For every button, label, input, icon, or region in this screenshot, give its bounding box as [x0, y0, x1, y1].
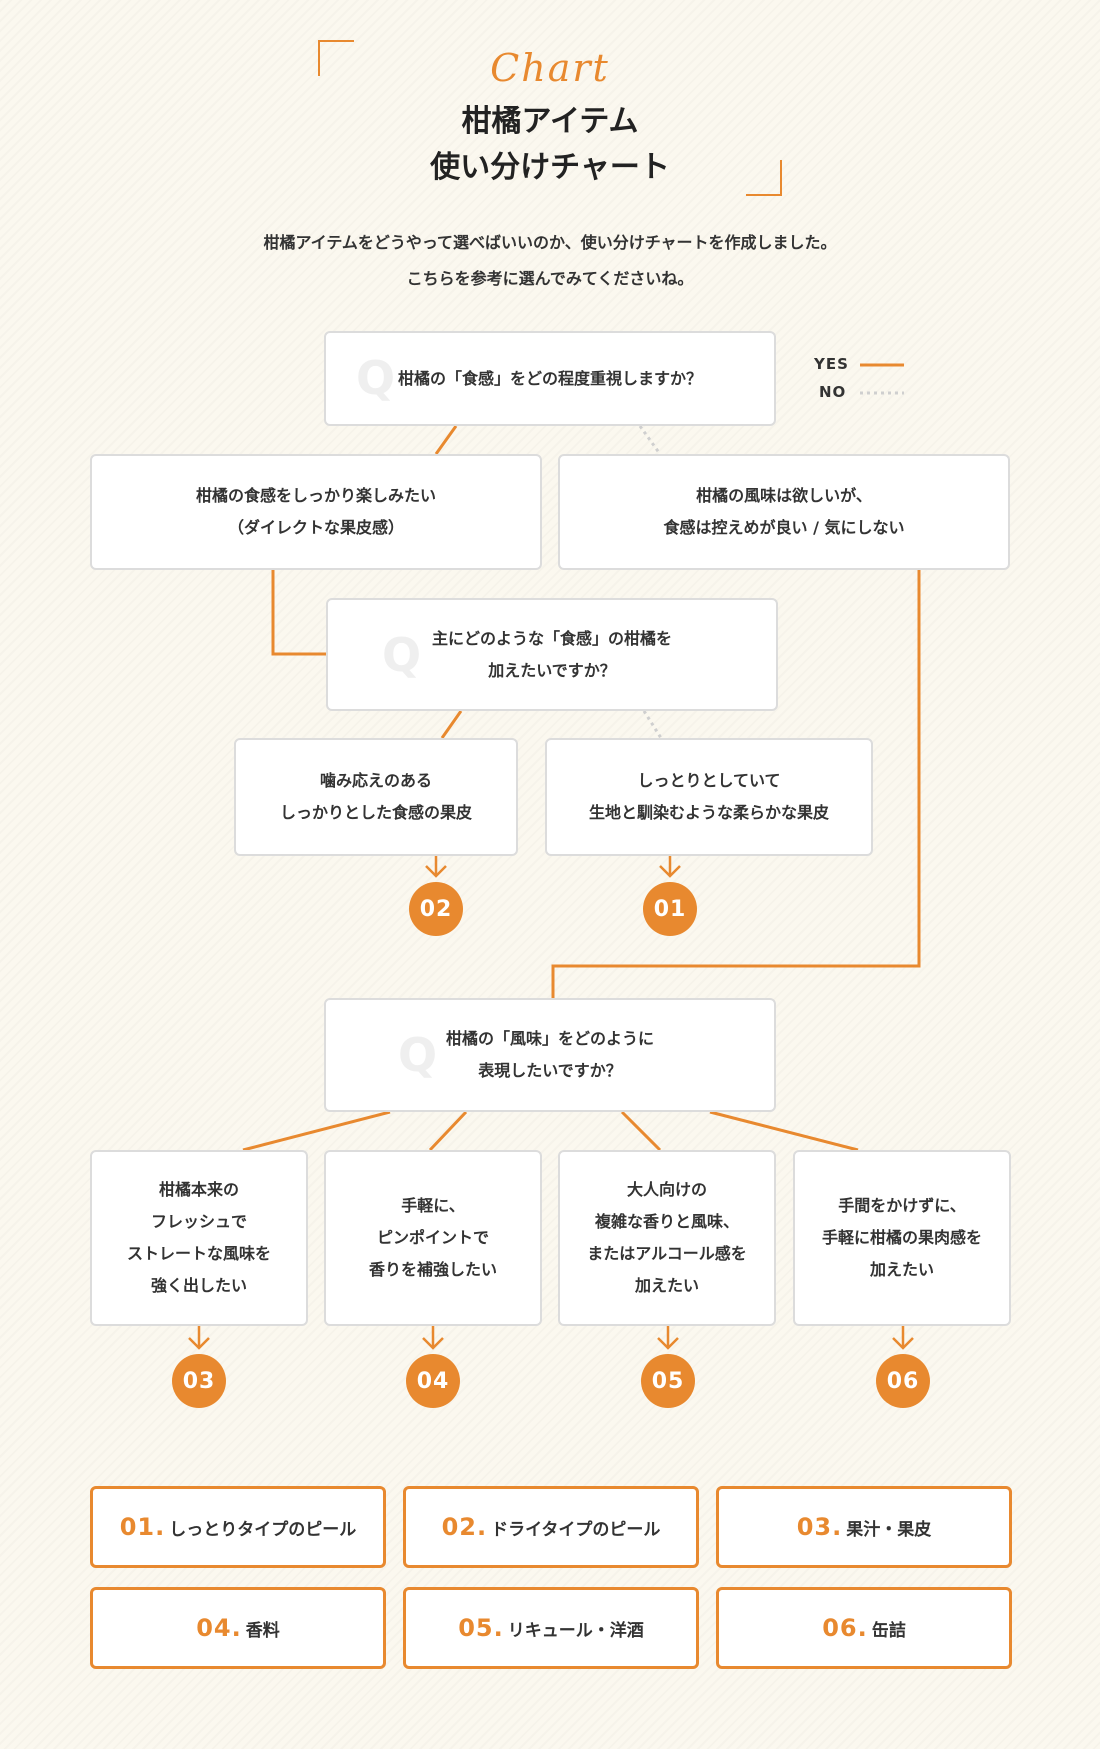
result-label: 果汁・果皮 [846, 1519, 932, 1540]
answer-box-firm-peel: 噛み応えのある しっかりとした食感の果皮 [234, 738, 518, 856]
title-bracket-top-left [318, 40, 354, 76]
script-title: Chart [490, 46, 610, 90]
result-item: 06. 缶詰 [716, 1587, 1012, 1669]
question-mark-icon: Q [382, 628, 422, 682]
answer-box-aroma-boost: 手軽に、 ピンポイントで 香りを補強したい [324, 1150, 542, 1326]
result-item: 02. ドライタイプのピール [403, 1486, 699, 1568]
yes-line [440, 710, 463, 739]
answer-box-complex-aroma: 大人向けの 複雑な香りと風味、 またはアルコール感を 加えたい [558, 1150, 776, 1326]
question-text: 柑橘の「食感」をどの程度重視しますか？ [397, 368, 702, 388]
answer-box-soft-peel: しっとりとしていて 生地と馴染むような柔らかな果皮 [545, 738, 873, 856]
question-mark-icon: Q [398, 1028, 438, 1082]
result-number: 06. [822, 1614, 868, 1642]
question-text: 主にどのような「食感」の柑橘を 加えたいですか？ [431, 628, 672, 680]
result-item: 01. しっとりタイプのピール [90, 1486, 386, 1568]
no-line [642, 710, 663, 739]
answer-text: 手間をかけずに、 手軽に柑橘の果肉感を 加えたい [821, 1196, 982, 1279]
intro-text-line2: こちらを参考に選んでみてくださいね。 [406, 269, 694, 288]
question-box-3: Q 柑橘の「風味」をどのように 表現したいですか？ [324, 998, 776, 1112]
no-line [638, 425, 662, 455]
result-label: 缶詰 [871, 1620, 906, 1641]
answer-text: 柑橘の風味は欲しいが、 食感は控えめが良い / 気にしない [663, 486, 905, 537]
answer-box-texture-yes: 柑橘の食感をしっかり楽しみたい （ダイレクトな果皮感） [90, 454, 542, 570]
result-number: 04. [196, 1614, 242, 1642]
answer-box-fruit-pulp: 手間をかけずに、 手軽に柑橘の果肉感を 加えたい [793, 1150, 1011, 1326]
yes-line [242, 1110, 391, 1152]
answer-text: 大人向けの 複雑な香りと風味、 またはアルコール感を 加えたい [587, 1180, 747, 1295]
yes-line [551, 570, 921, 998]
result-item: 03. 果汁・果皮 [716, 1486, 1012, 1568]
outcome-badge: 05 [641, 1354, 695, 1408]
yes-line [428, 1110, 468, 1152]
yes-line [271, 570, 327, 656]
answer-text: 柑橘本来の フレッシュで ストレートな風味を 強く出したい [126, 1180, 271, 1295]
outcome-badge: 06 [876, 1354, 930, 1408]
question-box-2: Q 主にどのような「食感」の柑橘を 加えたいですか？ [326, 598, 778, 711]
result-label: ドライタイプのピール [491, 1519, 661, 1540]
result-label: リキュール・洋酒 [507, 1620, 644, 1641]
yes-line [620, 1110, 662, 1152]
question-box-1: Q 柑橘の「食感」をどの程度重視しますか？ [324, 331, 776, 426]
title-bracket-bottom-right [746, 160, 782, 196]
question-text: 柑橘の「風味」をどのように 表現したいですか？ [445, 1029, 654, 1080]
legend-no-label: NO [819, 383, 847, 401]
result-label: 香料 [245, 1620, 280, 1641]
answer-text: 柑橘の食感をしっかり楽しみたい （ダイレクトな果皮感） [195, 486, 436, 537]
result-number: 05. [458, 1614, 504, 1642]
result-label: しっとりタイプのピール [169, 1519, 357, 1540]
result-number: 01. [119, 1513, 166, 1541]
answer-text: 噛み応えのある しっかりとした食感の果皮 [279, 771, 472, 822]
outcome-badge: 02 [409, 882, 463, 936]
outcome-badge: 04 [406, 1354, 460, 1408]
result-item: 05. リキュール・洋酒 [403, 1587, 699, 1669]
page-title-line2: 使い分けチャート [430, 150, 670, 185]
result-item: 04. 香料 [90, 1587, 386, 1669]
intro-text-line1: 柑橘アイテムをどうやって選べばいいのか、使い分けチャートを作成しました。 [263, 233, 837, 252]
outcome-badge: 01 [643, 882, 697, 936]
answer-text: 手軽に、 ピンポイントで 香りを補強したい [368, 1196, 497, 1279]
yes-line [709, 1110, 859, 1152]
answer-box-texture-no: 柑橘の風味は欲しいが、 食感は控えめが良い / 気にしない [558, 454, 1010, 570]
legend-yes-label: YES [814, 355, 849, 373]
outcome-badge: 03 [172, 1354, 226, 1408]
yes-line [434, 425, 458, 455]
answer-box-fresh-flavor: 柑橘本来の フレッシュで ストレートな風味を 強く出したい [90, 1150, 308, 1326]
answer-text: しっとりとしていて 生地と馴染むような柔らかな果皮 [588, 771, 829, 822]
question-mark-icon: Q [356, 351, 396, 405]
result-number: 03. [796, 1513, 843, 1541]
result-number: 02. [441, 1513, 488, 1541]
page-title-line1: 柑橘アイテム [461, 104, 639, 139]
